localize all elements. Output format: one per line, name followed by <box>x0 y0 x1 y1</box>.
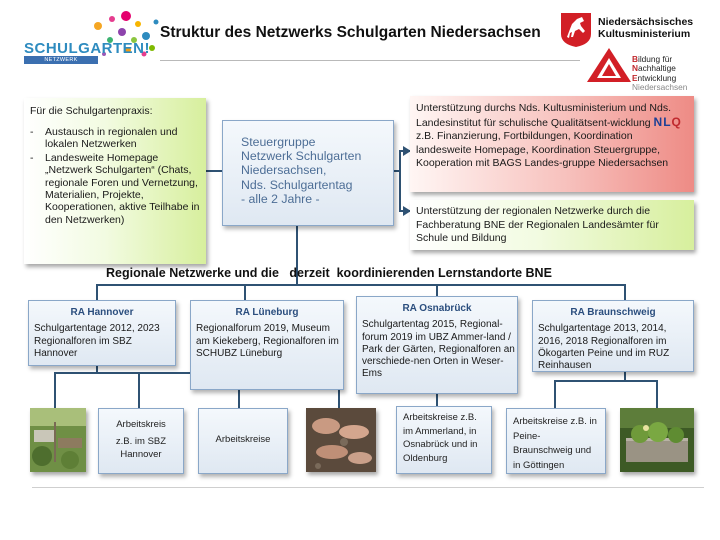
steuergruppe-box: Steuergruppe Netzwerk Schulgarten Nieder… <box>222 120 394 226</box>
connector-bracket-right <box>392 170 400 172</box>
support-la-box: Unterstützung der regionalen Netzwerke d… <box>410 200 694 250</box>
connector-ra4-down <box>624 370 626 380</box>
ak-hannover-line: Arbeitskreis <box>116 419 166 430</box>
praxis-heading: Für die Schulgartenpraxis: <box>30 105 153 117</box>
page-title: Struktur des Netzwerks Schulgarten Niede… <box>160 24 541 41</box>
connector-ra1-down <box>96 364 98 372</box>
ra-body: Schulgartentage 2012, 2023 Regionalforen… <box>34 323 160 359</box>
connector-ra-horizontal <box>96 284 626 286</box>
ra-title: RA Osnabrück <box>402 303 472 314</box>
ra-lueneburg-box: RA Lüneburg Regionalforum 2019, Museum a… <box>190 300 344 390</box>
ak-lueneburg-box: Arbeitskreise <box>198 408 288 474</box>
ak-osnabrueck-box: Arbeitskreise z.B. im Ammerland, in Osna… <box>396 406 492 474</box>
connector-ak-6 <box>656 380 658 408</box>
title-divider <box>160 60 580 61</box>
arrow-head-km <box>403 146 411 156</box>
nlq-logo: NLQ <box>653 114 682 129</box>
ra-title: RA Hannover <box>70 307 134 318</box>
schulgarten-logo-subtitle: NETZWERK NIEDERSACHSEN <box>24 56 98 71</box>
kultusministerium-name: Niedersächsisches Kultusministerium <box>598 16 694 40</box>
ak-hannover-box: Arbeitskreis z.B. im SBZ Hannover <box>98 408 184 474</box>
ak-braunschweig-box: Arbeitskreise z.B. in Peine-Braunschweig… <box>506 408 606 474</box>
ra-body: Schulgartentag 2015, Regional-forum 2019… <box>362 319 515 380</box>
praxis-list: Austausch in regionalen und lokalen Netz… <box>30 126 202 227</box>
hands-soil-photo-image <box>306 408 376 472</box>
steuergruppe-line: Netzwerk Schulgarten <box>241 149 362 164</box>
connector-ak-horizontal-right <box>554 380 658 382</box>
steuergruppe-line: Niedersachsen, <box>241 163 327 178</box>
connector-ak-3 <box>238 372 240 408</box>
connector-ra4 <box>624 284 626 302</box>
connector-ak-1 <box>54 372 56 408</box>
ra-body: Schulgartentage 2013, 2014, 2016, 2018 R… <box>538 323 670 372</box>
bne-triangle-icon <box>587 48 631 82</box>
bne-logo-text: Bildung für Nachhaltige Entwicklung Nied… <box>632 54 688 93</box>
support-km-text-1: Unterstützung durchs Nds. Kultusminister… <box>416 102 672 129</box>
ra-title: RA Lüneburg <box>235 307 299 318</box>
connector-ak-4 <box>338 372 340 408</box>
raised-bed-photo <box>620 408 694 472</box>
ra-braunschweig-box: RA Braunschweig Schulgartentage 2013, 20… <box>532 300 694 372</box>
ak-osnabrueck-text: Arbeitskreise z.B. im Ammerland, in Osna… <box>403 412 478 464</box>
steuergruppe-line: Nds. Schulgartentag <box>241 177 353 192</box>
connector-bracket-vertical <box>399 150 401 212</box>
praxis-box: Für die Schulgartenpraxis: Austausch in … <box>24 98 206 264</box>
connector-ra1 <box>96 284 98 302</box>
footer-divider <box>32 487 704 488</box>
ra-title: RA Braunschweig <box>570 307 656 318</box>
hands-soil-photo <box>306 408 376 472</box>
garden-photo <box>30 408 86 472</box>
connector-ra2 <box>244 284 246 302</box>
raised-bed-photo-image <box>620 408 694 472</box>
ra-osnabrueck-box: RA Osnabrück Schulgartentag 2015, Region… <box>356 296 518 394</box>
ak-braunschweig-text: Arbeitskreise z.B. in Peine-Braunschweig… <box>513 416 597 471</box>
connector-steuer-down <box>296 224 298 284</box>
ra-body: Regionalforum 2019, Museum am Kiekeberg,… <box>196 323 339 359</box>
steuergruppe-line: - alle 2 Jahre - <box>241 191 320 206</box>
support-km-text-2: z.B. Finanzierung, Fortbildungen, Koordi… <box>416 130 669 169</box>
praxis-item: Austausch in regionalen und lokalen Netz… <box>30 126 202 151</box>
connector-ra3 <box>436 284 438 298</box>
niedersachsen-horse-icon <box>561 13 591 47</box>
schulgarten-logo-text: SCHULGARTEN! <box>24 40 150 57</box>
schulgarten-logo-dots <box>94 11 159 57</box>
connector-praxis <box>206 170 222 172</box>
connector-ra3-down <box>436 392 438 406</box>
garden-photo-image <box>30 408 86 472</box>
ak-lueneburg-text: Arbeitskreise <box>215 434 271 445</box>
ak-hannover-line: Hannover <box>120 449 162 460</box>
arrow-head-la <box>403 206 411 216</box>
support-km-box: Unterstützung durchs Nds. Kultusminister… <box>410 96 694 192</box>
steuergruppe-line: Steuergruppe <box>241 135 316 149</box>
regional-networks-heading: Regionale Netzwerke und die derzeit koor… <box>106 266 552 280</box>
connector-ak-5 <box>554 380 556 408</box>
support-la-text: Unterstützung der regionalen Netzwerke d… <box>416 205 659 244</box>
ak-hannover-line: z.B. im SBZ <box>115 436 167 447</box>
connector-ak-2 <box>138 372 140 408</box>
ra-hannover-box: RA Hannover Schulgartentage 2012, 2023 R… <box>28 300 176 366</box>
praxis-item: Landesweite Homepage „Netzwerk Schulgart… <box>30 152 202 226</box>
